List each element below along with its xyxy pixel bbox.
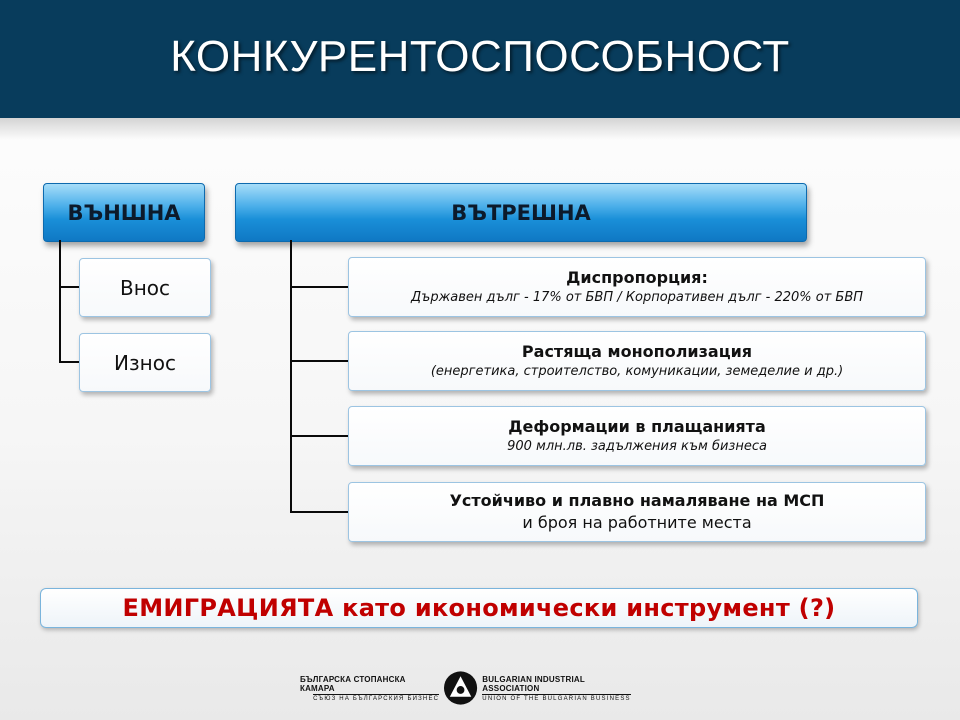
inner-connector-1 (290, 286, 348, 288)
item-title: Устойчиво и плавно намаляване на МСП (449, 491, 825, 510)
item-title: Деформации в плащанията (508, 417, 766, 436)
outer-header-box: ВЪНШНА (43, 183, 205, 242)
item-subtitle: 900 млн.лв. задължения към бизнеса (507, 439, 767, 454)
inner-connector-3 (290, 435, 348, 437)
item-subtitle: Държавен дълг - 17% от БВП / Корпоративе… (410, 290, 864, 305)
logo-right-text: BULGARIAN INDUSTRIAL ASSOCIATION UNION O… (482, 675, 640, 702)
outer-item-export: Износ (79, 333, 211, 392)
outer-connector-2 (59, 361, 79, 363)
logo-left-text: БЪЛГАРСКА СТОПАНСКА КАМАРА СЪЮЗ НА БЪЛГА… (300, 674, 440, 702)
inner-item-monopolization: Растяща монополизация (енергетика, строи… (348, 331, 926, 391)
inner-item-disproportion: Диспропорция: Държавен дълг - 17% от БВП… (348, 257, 926, 317)
item-title: Растяща монополизация (521, 342, 753, 361)
item-subtitle: и броя на работните места (522, 513, 752, 532)
logo-left-main: БЪЛГАРСКА СТОПАНСКА КАМАРА (300, 674, 406, 693)
emigration-banner: ЕМИГРАЦИЯТА като икономически инструмент… (40, 588, 918, 628)
inner-connector-vertical (290, 240, 292, 513)
outer-connector-vertical (59, 240, 61, 362)
item-subtitle: (енергетика, строителство, комуникации, … (430, 364, 844, 379)
title-shadow (0, 118, 960, 140)
inner-connector-4 (290, 511, 348, 513)
inner-connector-2 (290, 360, 348, 362)
outer-item-label: Внос (119, 275, 171, 300)
outer-item-label: Износ (114, 350, 176, 375)
item-title: Диспропорция: (566, 268, 708, 287)
association-emblem-icon (444, 671, 478, 705)
inner-header-box: ВЪТРЕШНА (235, 183, 807, 242)
inner-item-sme-decline: Устойчиво и плавно намаляване на МСП и б… (348, 482, 926, 542)
footer-logo: БЪЛГАРСКА СТОПАНСКА КАМАРА СЪЮЗ НА БЪЛГА… (300, 668, 640, 708)
outer-connector-1 (59, 286, 79, 288)
logo-right-sub: UNION OF THE BULGARIAN BUSINESS (482, 693, 631, 702)
slide-title: КОНКУРЕНТОСПОСОБНОСТ (170, 32, 790, 81)
logo-right-main: BULGARIAN INDUSTRIAL ASSOCIATION (482, 674, 585, 693)
logo-left-sub: СЪЮЗ НА БЪЛГАРСКИЯ БИЗНЕС (313, 693, 440, 702)
title-bar: КОНКУРЕНТОСПОСОБНОСТ (0, 0, 960, 118)
outer-item-import: Внос (79, 258, 211, 317)
inner-item-payment-deformations: Деформации в плащанията 900 млн.лв. задъ… (348, 406, 926, 466)
